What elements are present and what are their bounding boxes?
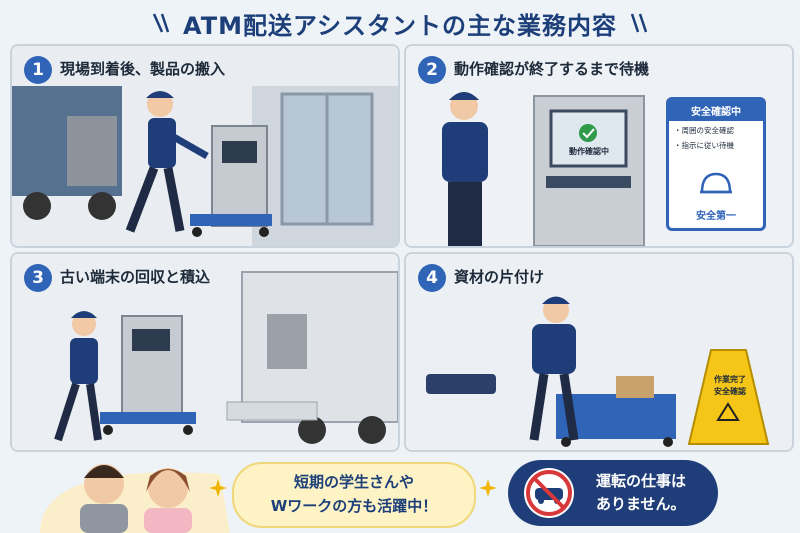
collection-scene xyxy=(12,254,398,450)
sign-text: 安全確認 xyxy=(714,387,746,396)
no-driving-message: 運転の仕事は ありません。 xyxy=(508,460,718,526)
step-caption: 資材の片付け xyxy=(454,268,545,286)
message-line: 運転の仕事は xyxy=(596,472,687,490)
page-title: ATM配送アシスタントの主な業務内容 xyxy=(182,12,617,40)
message-line: ありません。 xyxy=(596,495,686,513)
step-caption: 古い端末の回収と積込 xyxy=(60,268,211,286)
message-line: Wワークの方も活躍中！ xyxy=(270,497,438,515)
step-caption: 動作確認が終了するまで待機 xyxy=(454,60,650,78)
sparkle-icon xyxy=(479,479,497,497)
badge-item: ・周囲の安全確認 xyxy=(674,126,734,135)
no-car-icon xyxy=(524,468,574,518)
step-number: 4 xyxy=(418,264,446,292)
badge-footer: 安全第一 xyxy=(696,211,736,222)
step-number: 3 xyxy=(24,264,52,292)
step-number: 2 xyxy=(418,56,446,84)
panel-4-cleanup: 作業完了 安全確認 4 資材の片付け xyxy=(404,252,794,452)
panel-1-delivery: 1 現場到着後、製品の搬入 xyxy=(10,44,400,248)
delivery-scene xyxy=(12,46,398,246)
sparkle-icon xyxy=(209,479,227,497)
message-line: 短期の学生さんや xyxy=(293,473,414,491)
step-caption: 現場到着後、製品の搬入 xyxy=(60,60,226,78)
panel-3-collection: 3 古い端末の回収と積込 xyxy=(10,252,400,452)
atm-screen-text: 動作確認中 xyxy=(569,147,609,156)
sparkle-icon xyxy=(152,13,170,33)
badge-header: 安全確認中 xyxy=(669,100,763,121)
sparkle-icon xyxy=(630,13,648,33)
staff-illustration xyxy=(40,464,230,533)
badge-item: ・指示に従い待機 xyxy=(674,141,734,150)
step-number: 1 xyxy=(24,56,52,84)
hardhat-icon xyxy=(700,172,732,194)
safety-check-badge: 安全確認中 ・周囲の安全確認 ・指示に従い待機 安全第一 xyxy=(666,97,766,231)
sign-text: 作業完了 xyxy=(714,375,746,384)
cleanup-scene xyxy=(406,254,792,450)
recruit-message: 短期の学生さんや Wワークの方も活躍中！ xyxy=(232,462,476,528)
